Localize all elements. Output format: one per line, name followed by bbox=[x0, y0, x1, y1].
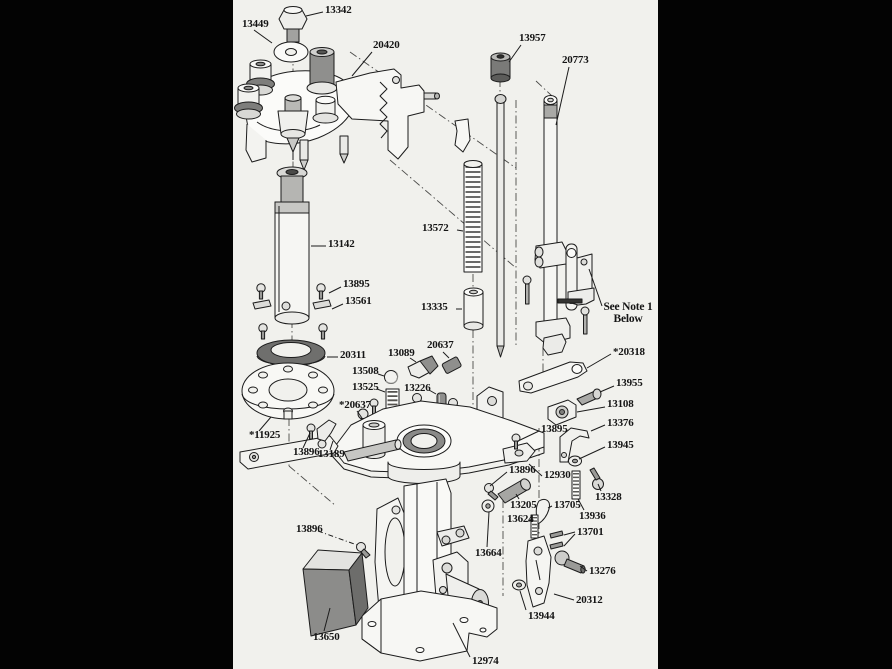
part-label-13895-b: 13895 bbox=[541, 423, 568, 435]
part-label-12974: 12974 bbox=[472, 655, 499, 667]
part-label-13108: 13108 bbox=[607, 398, 634, 410]
part-label-11925: *11925 bbox=[249, 429, 281, 441]
part-label-13650: 13650 bbox=[313, 631, 340, 643]
part-label-20420: 20420 bbox=[373, 39, 400, 51]
part-label-13944: 13944 bbox=[528, 610, 555, 622]
part-label-13895-top: 13895 bbox=[343, 278, 370, 290]
part-label-13705: 13705 bbox=[554, 499, 581, 511]
part-label-13328: 13328 bbox=[595, 491, 622, 503]
part-label-20312: 20312 bbox=[576, 594, 603, 606]
part-label-13226: 13226 bbox=[404, 382, 431, 394]
part-label-20311: 20311 bbox=[340, 349, 366, 361]
part-label-13561: 13561 bbox=[345, 295, 372, 307]
part-label-13189: 13189 bbox=[318, 448, 345, 460]
part-label-13896-c: 13896 bbox=[296, 523, 323, 535]
see-note-label: See Note 1 Below bbox=[603, 301, 653, 325]
part-label-13945: 13945 bbox=[607, 439, 634, 451]
part-label-13664: 13664 bbox=[475, 547, 502, 559]
part-label-13335: 13335 bbox=[421, 301, 448, 313]
part-label-20318: *20318 bbox=[613, 346, 645, 358]
part-label-13896-b: 13896 bbox=[509, 464, 536, 476]
part-label-13142: 13142 bbox=[328, 238, 355, 250]
part-label-13089: 13089 bbox=[388, 347, 415, 359]
part-label-13276: 13276 bbox=[589, 565, 616, 577]
part-label-13957: 13957 bbox=[519, 32, 546, 44]
part-label-20773: 20773 bbox=[562, 54, 589, 66]
part-label-13508: 13508 bbox=[352, 365, 379, 377]
part-label-13701: 13701 bbox=[577, 526, 604, 538]
part-label-13572: 13572 bbox=[422, 222, 449, 234]
part-label-13376: 13376 bbox=[607, 417, 634, 429]
part-label-13936: 13936 bbox=[579, 510, 606, 522]
part-label-13955: 13955 bbox=[616, 377, 643, 389]
part-label-13205: 13205 bbox=[510, 499, 537, 511]
part-label-13624: 13624 bbox=[507, 513, 534, 525]
part-label-13342: 13342 bbox=[325, 4, 352, 16]
part-label-20637: 20637 bbox=[427, 339, 454, 351]
part-label-13525: 13525 bbox=[352, 381, 379, 393]
part-label-13449: 13449 bbox=[242, 18, 269, 30]
part-label-13896-a: 13896 bbox=[293, 446, 320, 458]
part-label-20637-star: *20637 bbox=[339, 399, 371, 411]
part-label-12930: 12930 bbox=[544, 469, 571, 481]
